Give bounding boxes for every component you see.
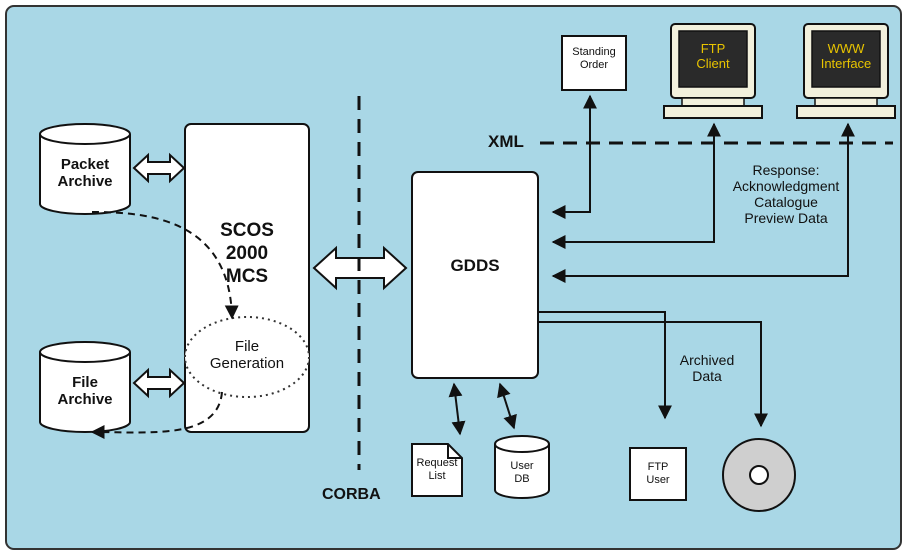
response-label: Response: Acknowledgment Catalogue Previ… (716, 162, 856, 226)
gdds-www-interface-connector (551, 122, 855, 283)
gdds-request-list-connector (448, 382, 466, 436)
scos-label: SCOS 2000 MCS (185, 220, 309, 288)
filegen-to-file-archive-flow (90, 391, 223, 440)
file-archive-double-arrow (132, 367, 186, 399)
ftp-client-line2: Client (696, 55, 730, 71)
ftp-user-label: FTP User (630, 461, 686, 486)
gdds-label: GDDS (450, 256, 500, 275)
packet-archive-label: Packet Archive (40, 156, 130, 191)
www-interface-line1: WWW (827, 41, 865, 56)
file-archive-cylinder (39, 341, 131, 433)
archived-data-to-disc (538, 321, 768, 428)
www-interface-line2: Interface (820, 55, 872, 71)
ftp-user-line2: User (646, 473, 670, 486)
www-interface-label: WWW Interface (812, 41, 880, 72)
packet-archive-cylinder (39, 123, 131, 215)
request-list-line1: Request (416, 457, 458, 469)
ftp-user-line1: FTP (647, 461, 669, 473)
scos-line1: SCOS (220, 220, 274, 241)
user-db-line2: DB (514, 472, 530, 485)
xml-label: XML (488, 132, 524, 151)
gdds-box (411, 171, 539, 379)
disc-icon (722, 438, 796, 512)
ftp-client-monitor (663, 23, 763, 119)
file-archive-line2: Archive (57, 391, 113, 409)
standing-order-label: Standing Order (562, 46, 626, 71)
scos-line3: MCS (225, 265, 269, 287)
archived-data-line2: Data (692, 368, 722, 385)
archived-data-line1: Archived (679, 352, 735, 368)
file-archive-line1: File (72, 374, 98, 391)
corba-label: CORBA (322, 486, 381, 503)
gdds-user-db-connector (497, 382, 517, 430)
standing-order-line1: Standing (572, 46, 616, 58)
ftp-user-box (629, 447, 687, 501)
response-line1: Response: (752, 162, 820, 178)
user-db-line1: User (510, 460, 534, 472)
ftp-client-line1: FTP (700, 41, 726, 56)
standing-order-line2: Order (579, 58, 609, 71)
packet-archive-line2: Archive (57, 173, 113, 191)
file-generation-line1: File (234, 338, 260, 355)
file-generation-line2: Generation (209, 355, 285, 373)
file-generation-label: File Generation (185, 338, 309, 373)
response-line3: Catalogue (754, 194, 818, 211)
archived-data-label: Archived Data (672, 352, 742, 384)
packet-archive-double-arrow (132, 152, 186, 184)
response-line2: Acknowledgment (732, 178, 840, 195)
packet-archive-line1: Packet (60, 156, 110, 173)
request-list-label: Request List (412, 457, 462, 482)
file-generation-ellipse (184, 316, 310, 398)
file-archive-label: File Archive (40, 374, 130, 409)
user-db-label: User DB (495, 460, 549, 485)
ftp-client-label: FTP Client (679, 41, 747, 72)
packet-to-filegen-flow (91, 211, 239, 320)
archived-data-to-ftp-user (538, 311, 672, 420)
scos-line2: 2000 (225, 242, 269, 264)
response-line4: Preview Data (744, 210, 828, 227)
www-interface-monitor (796, 23, 896, 119)
standing-order-box (561, 35, 627, 91)
request-list-line2: List (428, 469, 446, 482)
user-db-cylinder (494, 435, 550, 499)
